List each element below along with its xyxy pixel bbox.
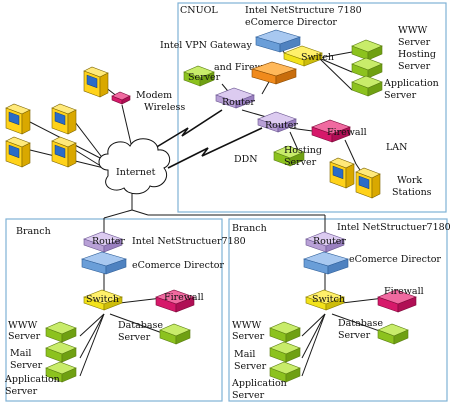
branch-right-db-label-2: Server [338, 330, 371, 341]
branch-left-db-label-1: Database [118, 320, 163, 331]
branch-right-mail-label-1: Mail [234, 349, 255, 360]
internet-cloud [98, 138, 171, 195]
server-icon [45, 341, 77, 363]
vpn-label-1: Intel VPN Gateway [160, 40, 252, 51]
hosting-label-2: Server [398, 61, 431, 72]
vpn-label-2: and Firewall [214, 62, 275, 73]
branch-right-title: Branch [232, 223, 267, 234]
router-label-mid: Router [265, 120, 298, 131]
branch-left-app-label-2: Server [5, 386, 38, 397]
workstation-icon [329, 157, 355, 189]
server-icon [351, 39, 383, 61]
wireless-link [154, 109, 223, 149]
branch-left-title: Branch [16, 226, 51, 237]
server-icon [351, 57, 383, 79]
workstation-icon [355, 167, 381, 199]
www-label-2: Server [398, 37, 431, 48]
firewall-label: Firewall [327, 127, 367, 138]
pc-icon [5, 136, 31, 168]
app-label-1: Application [383, 78, 439, 89]
lan-label: LAN [386, 142, 407, 153]
modem-label: Modem [136, 90, 172, 101]
branch-left-www-label-1: WWW [8, 320, 38, 331]
hosting-mid-label-2: Server [284, 157, 317, 168]
director-icon [303, 251, 349, 275]
branch-right-switch-label: Switch [312, 294, 345, 305]
server-icon [45, 321, 77, 343]
director-icon [255, 29, 301, 53]
ddn-link [167, 127, 263, 169]
www-label-1: WWW [398, 25, 428, 36]
branch-left-www-label-2: Server [8, 331, 41, 342]
branch-right-app-label-2: Server [232, 390, 265, 401]
branch-left-db-label-2: Server [118, 332, 151, 343]
cnuol-region [177, 2, 447, 213]
server-icon [351, 75, 383, 97]
router-label-top: Router [222, 97, 255, 108]
branch-right-region [228, 218, 448, 402]
server-icon [269, 341, 301, 363]
branch-right-mail-label-2: Server [234, 361, 267, 372]
branch-right-director-label-2: eComerce Director [349, 254, 441, 265]
hosting-label-1: Hosting [398, 49, 436, 60]
server-icon [269, 321, 301, 343]
wireless-label: Wireless [144, 102, 185, 113]
branch-left-mail-label-2: Server [10, 360, 43, 371]
branch-left-mail-label-1: Mail [10, 348, 31, 359]
branch-left-director-label-2: eComerce Director [132, 260, 224, 271]
branch-right-app-label-1: Application [231, 378, 287, 389]
branch-left-app-label-1: Application [4, 374, 60, 385]
ws-label-1: Work [397, 175, 422, 186]
director-icon [81, 251, 127, 275]
app-label-2: Server [384, 90, 417, 101]
cnuol-title: CNUOL [180, 5, 218, 16]
branch-left-switch-label: Switch [86, 294, 119, 305]
cnuol-server-label: Server [188, 72, 221, 83]
branch-right-www-label-2: Server [232, 331, 265, 342]
branch-right-director-label-1: Intel NetStructuer7180 [337, 222, 450, 233]
cnuol-director-label-1: Intel NetStructure 7180 [245, 5, 362, 16]
branch-left-region [5, 218, 223, 402]
pc-icon [5, 103, 31, 135]
pc-icon [83, 66, 109, 98]
cnuol-switch-label: Switch [301, 52, 334, 63]
branch-right-firewall-label: Firewall [384, 286, 424, 297]
ws-label-2: Stations [392, 187, 432, 198]
server-icon [159, 323, 191, 345]
branch-left-director-label-1: Intel NetStructuer7180 [132, 236, 246, 247]
branch-left-firewall-label: Firewall [164, 292, 204, 303]
ddn-label: DDN [234, 154, 258, 165]
branch-right-db-label-1: Database [338, 318, 383, 329]
pc-icon [51, 136, 77, 168]
branch-right-router-label: Router [313, 236, 346, 247]
branch-left-router-label: Router [92, 236, 125, 247]
branch-right-www-label-1: WWW [232, 320, 262, 331]
modem-icon [111, 91, 131, 105]
connection-lines [29, 45, 389, 377]
pc-icon [51, 103, 77, 135]
cnuol-director-label-2: eComerce Director [245, 17, 337, 28]
internet-label: Internet [116, 167, 156, 178]
hosting-mid-label-1: Hosting [284, 145, 322, 156]
